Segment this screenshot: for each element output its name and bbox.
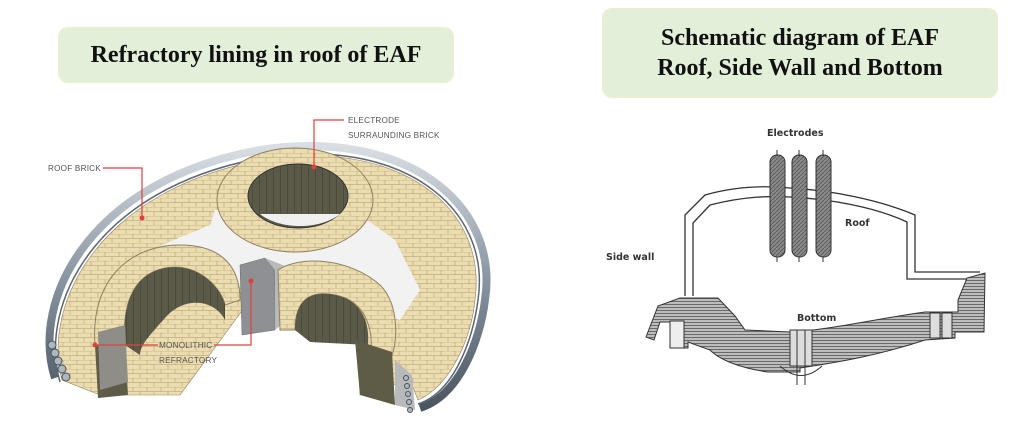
tap-hole-block [669,320,685,349]
steel-tube-bundle-left [47,340,71,382]
label-electrode-line1: ELECTRODE [348,116,400,125]
electrode-3 [815,154,832,258]
label-roof-brick: ROOF BRICK [48,164,101,173]
electrode-1 [769,154,786,258]
right-title-line1: Schematic diagram of EAF [661,25,939,51]
right-bottom-inserts [929,312,953,339]
label-electrodes: Electrodes [767,128,824,139]
label-roof: Roof [845,218,870,229]
left-title-box: Refractory lining in roof of EAF [58,27,454,83]
electrode-2 [791,154,808,258]
monolithic-block [239,257,276,336]
callout-dots [92,164,317,348]
steel-shell-ring [45,142,491,412]
bottom-electrode [779,329,823,385]
side-wall-roof-inner [692,195,980,296]
eaf-roof-illustration: ROOF BRICK ELECTRODE SURRAUNDING BRICK M… [0,100,510,430]
side-wall-roof-outer [684,186,980,296]
label-monolithic-line1: MONOLITHIC [159,341,212,350]
eaf-roof-svg: ROOF BRICK ELECTRODE SURRAUNDING BRICK M… [45,116,491,413]
label-monolithic-line2: REFRACTORY [159,356,217,365]
right-title-box: Schematic diagram of EAF Roof, Side Wall… [602,8,998,98]
label-side-wall: Side wall [606,252,654,263]
electrodes [769,150,832,262]
steel-tube-bundle-right [403,375,413,413]
label-electrode-line2: SURRAUNDING BRICK [348,131,440,140]
left-title: Refractory lining in roof of EAF [90,42,422,68]
eaf-schematic-svg: Electrodes Roof Side wall Bottom [606,128,986,385]
eaf-schematic-diagram: Electrodes Roof Side wall Bottom [580,110,1022,420]
right-title-line2: Roof, Side Wall and Bottom [657,55,943,81]
hearth-bottom [645,272,986,373]
callout-lines [95,119,344,346]
label-bottom: Bottom [797,313,836,324]
